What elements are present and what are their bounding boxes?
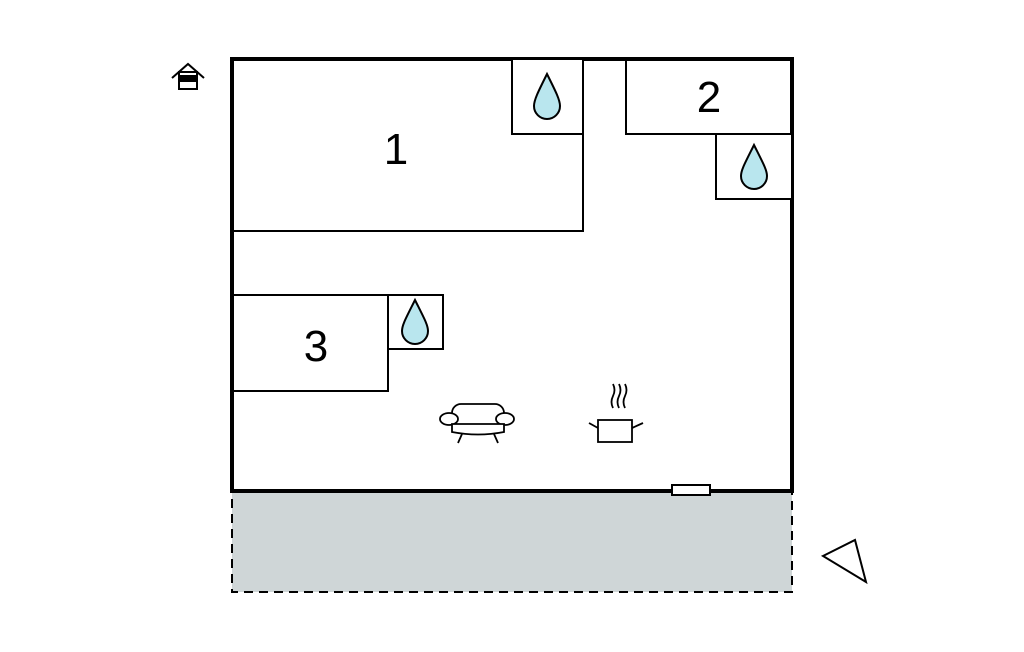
house-entrance-icon xyxy=(171,62,205,90)
water-drop-icon xyxy=(400,297,430,345)
entrance-door xyxy=(671,484,711,496)
water-drop-icon xyxy=(532,71,562,120)
cooking-pot-icon xyxy=(588,383,644,443)
bathroom-3 xyxy=(387,294,444,350)
terrace-area xyxy=(231,490,793,593)
bathroom-2 xyxy=(715,133,793,200)
north-arrow-icon xyxy=(820,538,868,585)
room-3-label: 3 xyxy=(304,322,328,371)
room-2-label: 2 xyxy=(697,73,721,122)
room-1-label: 1 xyxy=(384,125,408,174)
sofa-icon xyxy=(439,403,515,444)
bathroom-1 xyxy=(511,58,584,135)
water-drop-icon xyxy=(739,142,769,190)
